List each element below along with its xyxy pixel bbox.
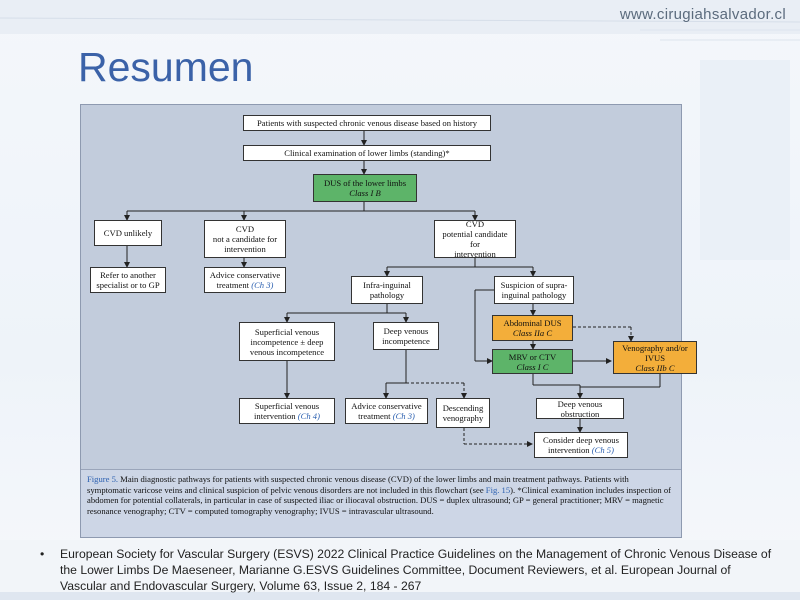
box-deep-incompetence: Deep venous incompetence bbox=[373, 322, 439, 350]
box-potential-candidate: CVD potential candidate for intervention bbox=[434, 219, 516, 259]
chapter-ref: (Ch 3) bbox=[251, 280, 274, 290]
label: treatment bbox=[216, 280, 250, 290]
box-mrv-ctv: MRV or CTV Class I C bbox=[492, 349, 573, 374]
box-advice-conservative-1: Advice conservative treatment (Ch 3) bbox=[204, 267, 286, 293]
chapter-ref: (Ch 4) bbox=[297, 411, 320, 421]
label: treatment bbox=[358, 411, 391, 421]
chapter-ref: (Ch 5) bbox=[591, 445, 614, 455]
class-label: Class I B bbox=[349, 188, 381, 198]
slide-title: Resumen bbox=[78, 44, 254, 90]
box-cvd-unlikely: CVD unlikely bbox=[94, 220, 162, 246]
flowchart-connectors bbox=[124, 131, 661, 447]
box-dus-lower-limbs: DUS of the lower limbs Class I B bbox=[313, 174, 417, 202]
label: intervention bbox=[548, 445, 590, 455]
box-superficial-incompetence: Superficial venous incompetence ± deep v… bbox=[239, 322, 335, 361]
label: specialist or to GP bbox=[96, 280, 160, 290]
label: Advice conservative bbox=[209, 270, 281, 280]
box-suspected-cvd: Patients with suspected chronic venous d… bbox=[243, 115, 491, 131]
figure-link[interactable]: Fig. 15 bbox=[485, 484, 511, 495]
label: inguinal pathology bbox=[501, 290, 567, 300]
website-watermark: www.cirugiahsalvador.cl bbox=[619, 6, 786, 23]
label: obstruction bbox=[560, 408, 600, 419]
box-refer: Refer to another specialist or to GP bbox=[90, 267, 166, 293]
label: venography bbox=[442, 413, 484, 423]
label: incompetence ± deep bbox=[250, 336, 324, 347]
box-clinical-exam: Clinical examination of lower limbs (sta… bbox=[243, 145, 491, 161]
label: intervention bbox=[224, 244, 266, 254]
label: Abdominal DUS bbox=[503, 318, 562, 328]
class-label: Class I C bbox=[516, 361, 549, 372]
flowchart-figure: Patients with suspected chronic venous d… bbox=[80, 104, 697, 538]
label: Patients with suspected chronic venous d… bbox=[256, 118, 478, 128]
box-deep-obstruction: Deep venous obstruction bbox=[536, 398, 624, 419]
label: not a candidate for bbox=[212, 234, 278, 244]
label: MRV or CTV bbox=[508, 351, 557, 362]
label: Refer to another bbox=[100, 270, 156, 280]
label: Infra-inguinal bbox=[363, 280, 411, 290]
bullet-icon: • bbox=[40, 547, 45, 561]
label: Clinical examination of lower limbs (sta… bbox=[284, 148, 450, 158]
label: potential candidate for bbox=[442, 229, 508, 249]
figure-label: Figure 5. bbox=[87, 474, 119, 484]
box-consider-deep-intervention: Consider deep venous intervention (Ch 5) bbox=[534, 432, 628, 458]
label: Superficial venous bbox=[254, 401, 320, 411]
label: Consider deep venous bbox=[543, 435, 619, 445]
box-advice-conservative-2: Advice conservative treatment (Ch 3) bbox=[345, 398, 428, 424]
label: intervention bbox=[454, 249, 496, 259]
class-label: Class IIb C bbox=[635, 362, 675, 373]
caption-text: Main diagnostic pathways for patients wi… bbox=[87, 474, 629, 495]
label: Venography and/or bbox=[622, 342, 688, 353]
box-venography-ivus: Venography and/or IVUS Class IIb C bbox=[613, 341, 697, 374]
box-abdominal-dus: Abdominal DUS Class IIa C bbox=[492, 315, 573, 341]
box-superficial-intervention: Superficial venous intervention (Ch 4) bbox=[239, 398, 335, 424]
label: venous incompetence bbox=[249, 346, 325, 357]
label: CVD unlikely bbox=[103, 228, 153, 238]
label: CVD bbox=[235, 224, 255, 234]
label: Superficial venous bbox=[254, 326, 320, 337]
label: pathology bbox=[369, 290, 405, 300]
label: intervention (Ch 4) bbox=[254, 411, 320, 421]
caption-text: ). *Clinical examination includes inspec… bbox=[87, 484, 672, 516]
label: Advice conservative bbox=[351, 401, 422, 411]
class-label: Class IIa C bbox=[512, 328, 553, 338]
box-infra-inguinal: Infra-inguinal pathology bbox=[351, 276, 423, 304]
label: Deep venous bbox=[557, 398, 603, 409]
label: DUS of the lower limbs bbox=[323, 178, 407, 188]
label: Suspicion of supra- bbox=[500, 280, 568, 290]
label: intervention bbox=[254, 411, 296, 421]
label: intervention (Ch 5) bbox=[548, 445, 614, 455]
label: treatment (Ch 3) bbox=[358, 411, 415, 421]
label: Descending bbox=[442, 403, 484, 413]
figure-caption: Figure 5. Main diagnostic pathways for p… bbox=[81, 469, 681, 537]
box-descending-venography: Descending venography bbox=[436, 398, 490, 428]
chapter-ref: (Ch 3) bbox=[392, 411, 415, 421]
label: Deep venous bbox=[383, 326, 429, 336]
label: treatment (Ch 3) bbox=[217, 280, 274, 290]
box-supra-inguinal: Suspicion of supra- inguinal pathology bbox=[494, 276, 574, 304]
label: incompetence bbox=[382, 336, 430, 346]
citation-text: European Society for Vascular Surgery (E… bbox=[60, 547, 772, 593]
label: CVD bbox=[465, 219, 485, 229]
box-not-candidate: CVD not a candidate for intervention bbox=[204, 220, 286, 258]
label: IVUS bbox=[644, 352, 666, 363]
